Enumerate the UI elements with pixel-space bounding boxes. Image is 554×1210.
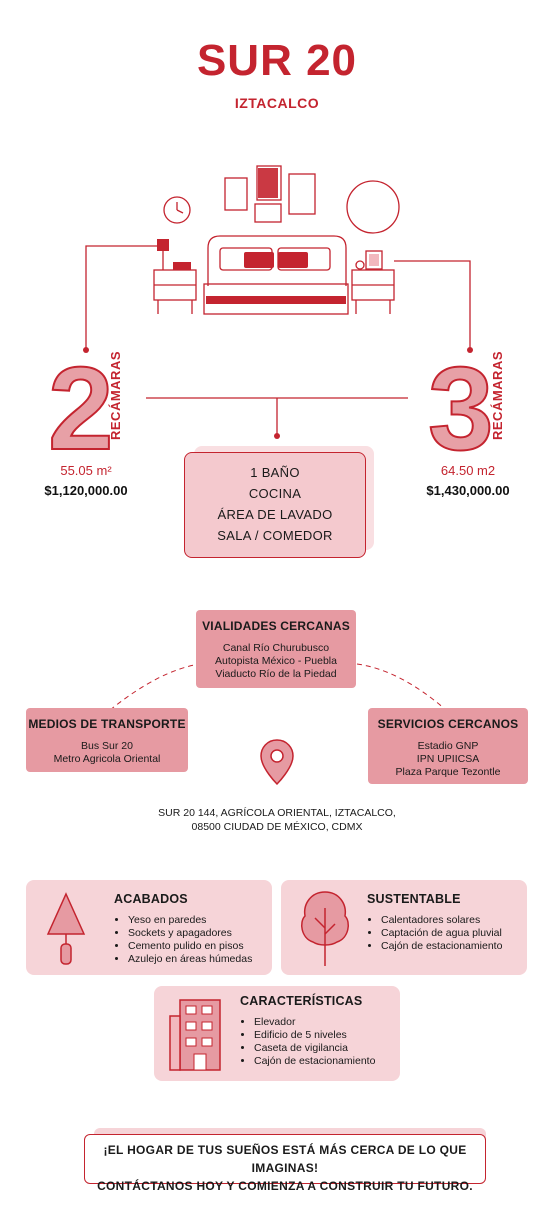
amenity-line: SALA / COMEDOR — [217, 528, 333, 543]
shared-amenities-box: 1 BAÑO COCINA ÁREA DE LAVADO SALA / COME… — [184, 452, 366, 558]
location-connectors — [109, 663, 447, 711]
caracteristicas-title: CARACTERÍSTICAS — [240, 994, 363, 1008]
bedrooms-label: RECÁMARAS — [490, 351, 505, 440]
cta-line-1: ¡EL HOGAR DE TUS SUEÑOS ESTÁ MÁS CERCA D… — [103, 1143, 467, 1175]
acabados-item: Cemento pulido en pisos — [128, 940, 272, 953]
sustentable-title: SUSTENTABLE — [367, 892, 461, 906]
acabados-item: Azulejo en áreas húmedas — [128, 953, 272, 966]
servicios-title: SERVICIOS CERCANOS — [377, 717, 519, 731]
tree-icon — [300, 891, 350, 966]
amenity-line: ÁREA DE LAVADO — [217, 507, 333, 522]
sustentable-item: Cajón de estacionamiento — [381, 940, 525, 953]
caracteristicas-card: CARACTERÍSTICAS Elevador Edificio de 5 n… — [154, 986, 400, 1081]
unit-price: $1,430,000.00 — [426, 483, 510, 498]
cta-line-2: CONTÁCTANOS HOY Y COMIENZA A CONSTRUIR T… — [97, 1179, 473, 1193]
acabados-card: ACABADOS Yeso en paredes Sockets y apaga… — [26, 880, 272, 975]
servicios-item: Plaza Parque Tezontle — [395, 766, 501, 778]
caracteristicas-item: Elevador — [254, 1016, 398, 1029]
vialidades-item: Viaducto Río de la Piedad — [215, 668, 337, 680]
trowel-icon — [46, 892, 86, 965]
caracteristicas-item: Caseta de vigilancia — [254, 1042, 398, 1055]
vialidades-box: VIALIDADES CERCANAS Canal Río Churubusco… — [196, 610, 356, 688]
address-line: 08500 CIUDAD DE MÉXICO, CDMX — [191, 821, 363, 833]
acabados-title: ACABADOS — [114, 892, 188, 906]
transporte-item: Metro Agricola Oriental — [53, 753, 161, 765]
building-icon — [169, 999, 221, 1071]
address: SUR 20 144, AGRÍCOLA ORIENTAL, IZTACALCO… — [0, 806, 554, 834]
bedroom-illustration — [83, 165, 473, 439]
servicios-item: Estadio GNP — [417, 740, 479, 752]
bedrooms-count-3: 3 — [427, 343, 495, 475]
bedrooms-count-2: 2 — [47, 343, 115, 475]
bedrooms-label: RECÁMARAS — [108, 351, 123, 440]
servicios-item: IPN UPIICSA — [416, 753, 480, 765]
acabados-item: Yeso en paredes — [128, 914, 272, 927]
sustentable-card: SUSTENTABLE Calentadores solares Captaci… — [281, 880, 527, 975]
vialidades-item: Canal Río Churubusco — [222, 642, 330, 654]
transporte-box: MEDIOS DE TRANSPORTE Bus Sur 20 Metro Ag… — [26, 708, 188, 772]
caracteristicas-item: Edificio de 5 niveles — [254, 1029, 398, 1042]
amenity-line: COCINA — [248, 486, 302, 501]
servicios-box: SERVICIOS CERCANOS Estadio GNP IPN UPIIC… — [368, 708, 528, 784]
unit-area: 55.05 m² — [60, 463, 112, 478]
vialidades-title: VIALIDADES CERCANAS — [202, 619, 350, 633]
cta-box: ¡EL HOGAR DE TUS SUEÑOS ESTÁ MÁS CERCA D… — [84, 1134, 486, 1193]
transporte-item: Bus Sur 20 — [81, 740, 133, 752]
unit-area: 64.50 m2 — [440, 463, 496, 478]
address-line: SUR 20 144, AGRÍCOLA ORIENTAL, IZTACALCO… — [158, 807, 396, 819]
amenity-line: 1 BAÑO — [250, 465, 300, 480]
vialidades-item: Autopista México - Puebla — [215, 655, 337, 667]
sustentable-item: Captación de agua pluvial — [381, 927, 525, 940]
acabados-item: Sockets y apagadores — [128, 927, 272, 940]
unit-price: $1,120,000.00 — [44, 483, 128, 498]
sustentable-item: Calentadores solares — [381, 914, 525, 927]
page-title: SUR 20 — [196, 36, 358, 85]
transporte-title: MEDIOS DE TRANSPORTE — [28, 717, 186, 731]
location-pin-icon — [260, 739, 294, 786]
caracteristicas-item: Cajón de estacionamiento — [254, 1055, 398, 1068]
page-subtitle: IZTACALCO — [234, 95, 320, 111]
